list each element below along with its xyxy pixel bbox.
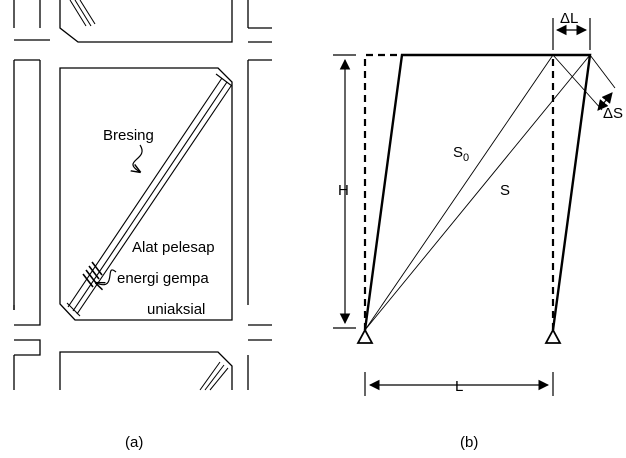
s0-label-subscript: 0: [463, 152, 469, 164]
length-label: L: [455, 378, 463, 395]
middle-bay: [59, 67, 233, 321]
perpendicular-tick: [589, 54, 616, 89]
s0-label-main: S: [453, 144, 463, 161]
delta-s-label: ΔS: [603, 105, 623, 122]
diagonal-s: [364, 54, 591, 331]
top-bay: [59, 0, 233, 43]
diagonal-s0: [364, 54, 554, 331]
damper-leader-arrow: [96, 269, 117, 285]
deformed-frame: [363, 53, 592, 331]
damper-label-line2: energi gempa: [117, 270, 209, 287]
delta-l-label: ΔL: [560, 10, 578, 27]
bottom-bay: [59, 351, 233, 391]
height-label: H: [338, 182, 349, 199]
damper-label-line3: uniaksial: [147, 301, 205, 318]
bracing-label: Bresing: [103, 127, 154, 144]
panel-a: Bresing Alat pelesap energi gempa uniaks…: [13, 0, 272, 451]
length-dimension: [364, 372, 554, 396]
bracing-leader-arrow: [133, 144, 143, 172]
left-pin-support: [356, 328, 374, 344]
delta-l-dimension: [552, 18, 591, 50]
panel-b: H L ΔL ΔS S0 S (b): [333, 10, 623, 451]
right-pin-support: [544, 328, 562, 344]
bracing-member: [66, 73, 233, 317]
s-label: S: [500, 182, 510, 199]
panel-b-caption: (b): [460, 434, 478, 451]
frame-grid-lines: [13, 0, 272, 390]
damper-device: [82, 261, 103, 288]
height-dimension: [333, 54, 356, 329]
elongation-construction-line: [552, 54, 603, 111]
panel-a-caption: (a): [125, 434, 143, 451]
damper-label-line1: Alat pelesap: [132, 239, 215, 256]
delta-s-arrow: [597, 92, 613, 111]
s0-label: S0: [453, 144, 469, 164]
